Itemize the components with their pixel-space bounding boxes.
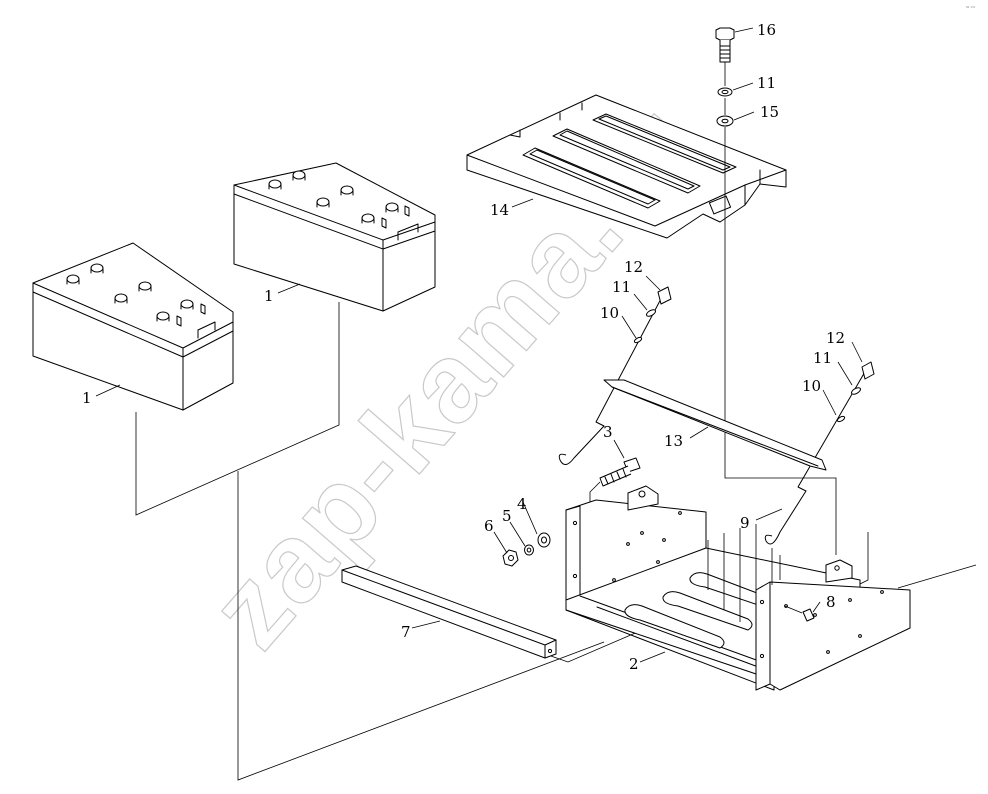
guide-line-battery-right: [237, 471, 605, 781]
clamp-bar: [603, 379, 827, 471]
bolt-16: [715, 27, 735, 63]
callout-14: 14: [490, 201, 509, 219]
callout-6: 6: [484, 517, 494, 535]
callout-10-left: 10: [600, 304, 619, 322]
washer-4: [537, 532, 551, 548]
callout-16: 16: [757, 21, 776, 39]
nut-12-right: [861, 361, 875, 380]
callout-8: 8: [826, 593, 836, 611]
bolt-3: [589, 457, 641, 503]
callout-12-right: 12: [826, 329, 845, 347]
rod-left: [558, 286, 672, 465]
axis-line-bolt: [724, 62, 837, 555]
callout-leaders: [95, 27, 977, 663]
washer-10-left: [633, 336, 643, 344]
callout-2: 2: [629, 655, 639, 673]
corner-mark: ᵒᵒ ˢˢˢ: [966, 5, 976, 10]
washer-5: [524, 544, 534, 556]
callout-1-right: 1: [264, 287, 274, 305]
nut-6: [502, 549, 519, 567]
nut-12-left: [657, 286, 672, 305]
battery-right: [233, 162, 436, 312]
callout-labels: 16 11 15 14 1 1 12 11 10 12 11 10 13 3 9…: [82, 21, 845, 673]
washer-15: [716, 115, 734, 127]
callout-5: 5: [502, 507, 512, 525]
callout-12-left: 12: [624, 258, 643, 276]
battery-cover: [466, 94, 787, 239]
rod-right: [764, 361, 875, 545]
callout-10-right: 10: [802, 377, 821, 395]
callout-3: 3: [603, 423, 613, 441]
washer-11-top: [717, 87, 733, 97]
washer-11-right: [850, 387, 862, 395]
battery-left: [32, 242, 234, 411]
callout-7: 7: [401, 623, 411, 641]
washer-10-right: [836, 415, 846, 423]
callout-13: 13: [664, 432, 683, 450]
callout-11-top: 11: [757, 74, 776, 92]
callout-1-left: 1: [82, 389, 92, 407]
callout-11-right: 11: [813, 349, 832, 367]
guide-line-battery-left: [135, 302, 340, 516]
callout-11-left: 11: [612, 278, 631, 296]
washer-11-left: [645, 309, 657, 317]
cross-bar: [341, 565, 557, 659]
bolt-8: [784, 605, 815, 622]
callout-9: 9: [740, 514, 750, 532]
callout-4: 4: [517, 495, 527, 513]
callout-15: 15: [760, 103, 779, 121]
battery-tray: [565, 485, 911, 691]
